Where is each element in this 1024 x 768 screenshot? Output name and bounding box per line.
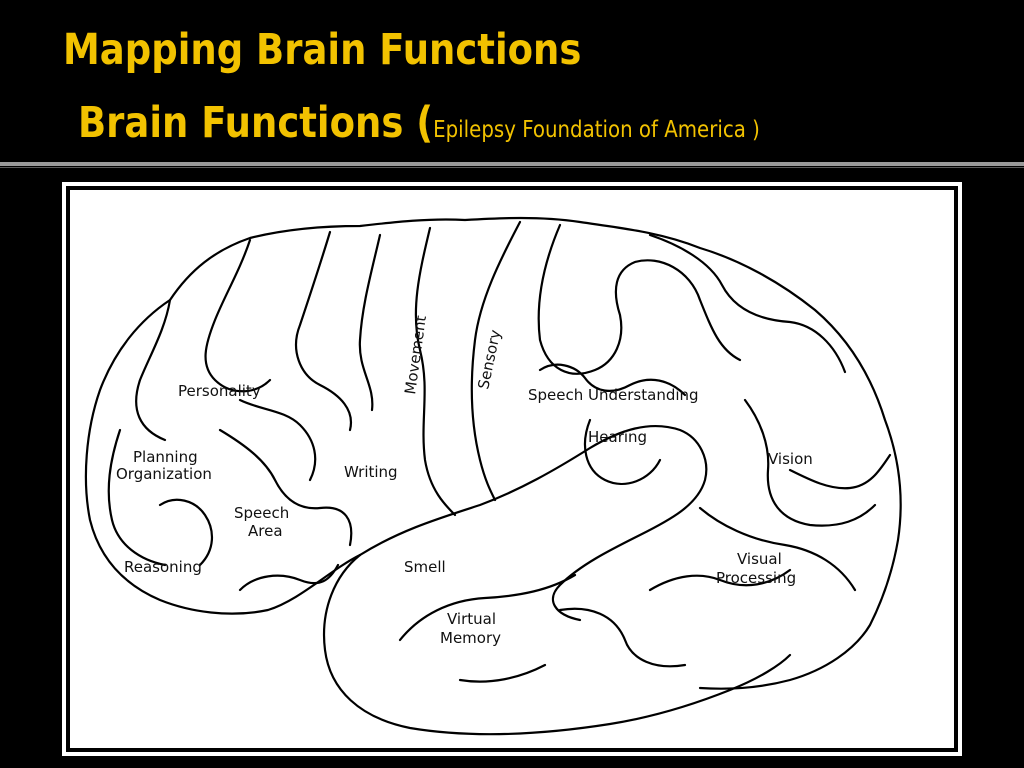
label-processing: Processing <box>716 569 796 587</box>
title-divider-shadow <box>0 167 1024 168</box>
label-speech: Speech <box>234 504 289 522</box>
frontal-fold-9 <box>238 398 317 482</box>
temporal-fold-1 <box>398 573 577 642</box>
subtitle-source: Epilepsy Foundation of America ) <box>433 117 760 143</box>
label-hearing: Hearing <box>588 428 647 446</box>
label-memory: Memory <box>440 629 501 647</box>
title-divider <box>0 162 1024 166</box>
frontal-fold-3 <box>358 233 382 412</box>
label-visual: Visual <box>737 550 782 568</box>
diagram-canvas: Personality Planning Organization Speech… <box>70 190 954 748</box>
lateral-sulcus <box>358 424 708 622</box>
label-personality: Personality <box>178 382 261 400</box>
frontal-fold-5 <box>107 428 167 567</box>
temporal-lobe-outline <box>323 553 792 736</box>
label-vision: Vision <box>768 450 813 468</box>
label-sensory: Sensory <box>474 328 504 391</box>
frontal-fold-4 <box>135 298 172 442</box>
diagram-frame: Personality Planning Organization Speech… <box>58 178 966 760</box>
label-smell: Smell <box>404 558 446 576</box>
slide-subtitle: Brain Functions (Epilepsy Foundation of … <box>78 97 760 156</box>
label-speech-understanding: Speech Understanding <box>528 386 699 404</box>
brain-diagram: Personality Planning Organization Speech… <box>84 216 902 736</box>
central-sulcus <box>414 226 457 517</box>
frontal-fold-1 <box>204 238 272 393</box>
label-organization: Organization <box>116 465 212 483</box>
cerebrum-outline <box>84 216 902 690</box>
label-virtual: Virtual <box>447 610 496 628</box>
title-bar: Mapping Brain Functions Brain Functions … <box>0 0 1024 160</box>
speech-understanding-fold <box>538 363 687 397</box>
frontal-fold-7 <box>158 498 213 567</box>
subtitle-main: Brain Functions ( <box>78 98 434 148</box>
label-area: Area <box>248 522 283 540</box>
hearing-fold <box>583 418 662 485</box>
label-writing: Writing <box>344 463 398 481</box>
temporal-fold-3 <box>648 568 792 592</box>
label-reasoning: Reasoning <box>124 558 202 576</box>
postcentral-sulcus <box>470 220 522 502</box>
temporal-fold-2 <box>558 607 687 668</box>
temporal-fold-4 <box>458 663 547 683</box>
parietal-fold-2 <box>648 233 847 374</box>
occipital-fold-2 <box>788 453 892 490</box>
label-planning: Planning <box>133 448 198 466</box>
occipital-fold <box>743 398 877 527</box>
slide-title: Mapping Brain Functions <box>63 25 582 75</box>
frontal-fold-6 <box>218 428 353 547</box>
parietal-fold-1 <box>537 223 742 375</box>
frontal-fold-2 <box>295 230 353 432</box>
frontal-fold-8 <box>238 563 340 592</box>
label-movement: Movement <box>401 314 430 395</box>
visual-fold <box>698 506 857 592</box>
